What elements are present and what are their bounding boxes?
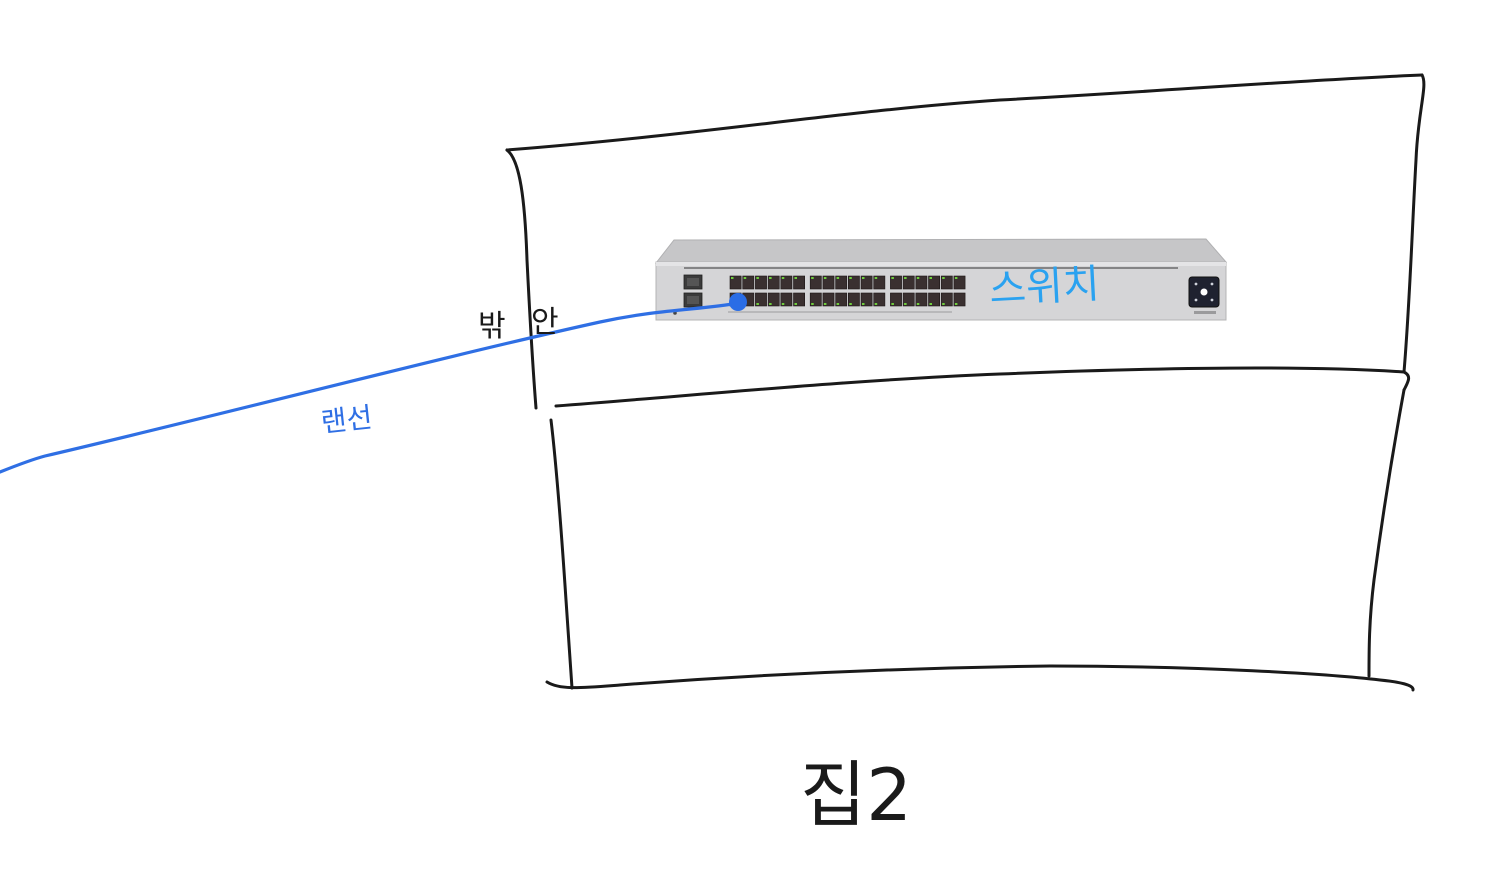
ethernet-port <box>902 292 915 307</box>
port-led-icon <box>823 303 827 305</box>
port-led-icon <box>756 303 759 305</box>
ethernet-port <box>940 292 953 307</box>
port-led-icon <box>874 303 878 305</box>
upper-room-left-edge <box>505 148 538 410</box>
switch-label: 스위치 <box>988 261 1101 313</box>
port-led-icon <box>942 277 945 279</box>
ethernet-port <box>953 275 966 290</box>
ethernet-port <box>940 275 953 290</box>
ethernet-port <box>793 292 805 307</box>
port-led-icon <box>781 277 785 279</box>
ethernet-port <box>755 292 767 307</box>
port-led-icon <box>891 277 894 279</box>
ethernet-port <box>928 292 940 307</box>
ethernet-port <box>860 275 873 290</box>
switch-front-highlight <box>656 262 1226 266</box>
port-led-icon <box>891 303 894 305</box>
port-led-icon <box>811 303 814 305</box>
ethernet-port <box>835 275 848 290</box>
switch-top-panel <box>654 238 1228 264</box>
lower-room-right-edge <box>1367 388 1406 678</box>
port-led-icon <box>954 303 958 305</box>
ethernet-port <box>822 275 835 290</box>
ethernet-port <box>767 292 780 307</box>
console-port-icon <box>683 292 703 308</box>
ethernet-port <box>780 292 793 307</box>
ethernet-port <box>755 275 767 290</box>
display-panel-icon <box>1188 276 1220 308</box>
brand-logo-icon <box>1194 311 1216 314</box>
lan-cable <box>0 301 741 474</box>
port-led-icon <box>929 277 932 279</box>
ethernet-port <box>742 275 755 290</box>
ethernet-port <box>809 275 822 290</box>
sfp-port-icon <box>683 274 703 290</box>
port-led-icon <box>781 303 785 305</box>
ethernet-port <box>873 292 886 307</box>
ethernet-port <box>953 292 966 307</box>
port-led-icon <box>904 303 907 305</box>
port-led-icon <box>862 303 865 305</box>
upper-room-outline <box>505 73 1426 410</box>
port-led-icon <box>929 303 932 305</box>
port-led-icon <box>849 303 852 305</box>
lower-room-outline <box>545 388 1415 692</box>
ethernet-port <box>902 275 915 290</box>
lower-room-left-edge <box>549 418 574 690</box>
port-led-icon <box>916 303 920 305</box>
upper-room-right-edge <box>1402 73 1426 374</box>
port-led-icon <box>823 277 827 279</box>
network-switch <box>654 238 1228 321</box>
house-title: 집2 <box>800 753 912 837</box>
port-led-icon <box>836 303 840 305</box>
ethernet-port <box>847 292 860 307</box>
inside-label: 안 <box>531 305 559 340</box>
outside-label: 밖 <box>478 309 506 344</box>
port-led-icon <box>862 277 865 279</box>
ethernet-port-grid <box>729 275 966 307</box>
port-led-icon <box>954 277 958 279</box>
ethernet-port <box>835 292 848 307</box>
port-led-icon <box>942 303 945 305</box>
ethernet-port <box>890 292 902 307</box>
port-led-icon <box>904 277 907 279</box>
port-led-icon <box>756 277 759 279</box>
ethernet-port <box>915 292 928 307</box>
ethernet-port <box>822 292 835 307</box>
ethernet-port <box>873 275 886 290</box>
port-led-icon <box>794 303 797 305</box>
cable-connector-dot <box>729 293 747 311</box>
port-led-icon <box>874 277 878 279</box>
ethernet-port <box>809 292 822 307</box>
ethernet-port <box>780 275 793 290</box>
ethernet-port <box>729 275 742 290</box>
ethernet-port <box>860 292 873 307</box>
port-led-icon <box>743 277 747 279</box>
port-led-icon <box>731 277 734 279</box>
ethernet-port <box>928 275 940 290</box>
cable-label: 랜선 <box>319 401 374 439</box>
port-led-icon <box>836 277 840 279</box>
port-led-icon <box>916 277 920 279</box>
ethernet-port <box>890 275 902 290</box>
port-led-icon <box>769 277 772 279</box>
ethernet-port <box>767 275 780 290</box>
ethernet-port <box>847 275 860 290</box>
port-led-icon <box>849 277 852 279</box>
port-led-icon <box>769 303 772 305</box>
upper-room-top-edge <box>505 73 1424 152</box>
ethernet-port <box>793 275 805 290</box>
port-led-icon <box>811 277 814 279</box>
switch-front-panel <box>655 261 1227 321</box>
floor-divider <box>554 366 1411 408</box>
ethernet-port <box>915 275 928 290</box>
lower-room-bottom-edge <box>545 664 1415 692</box>
port-led-icon <box>794 277 797 279</box>
